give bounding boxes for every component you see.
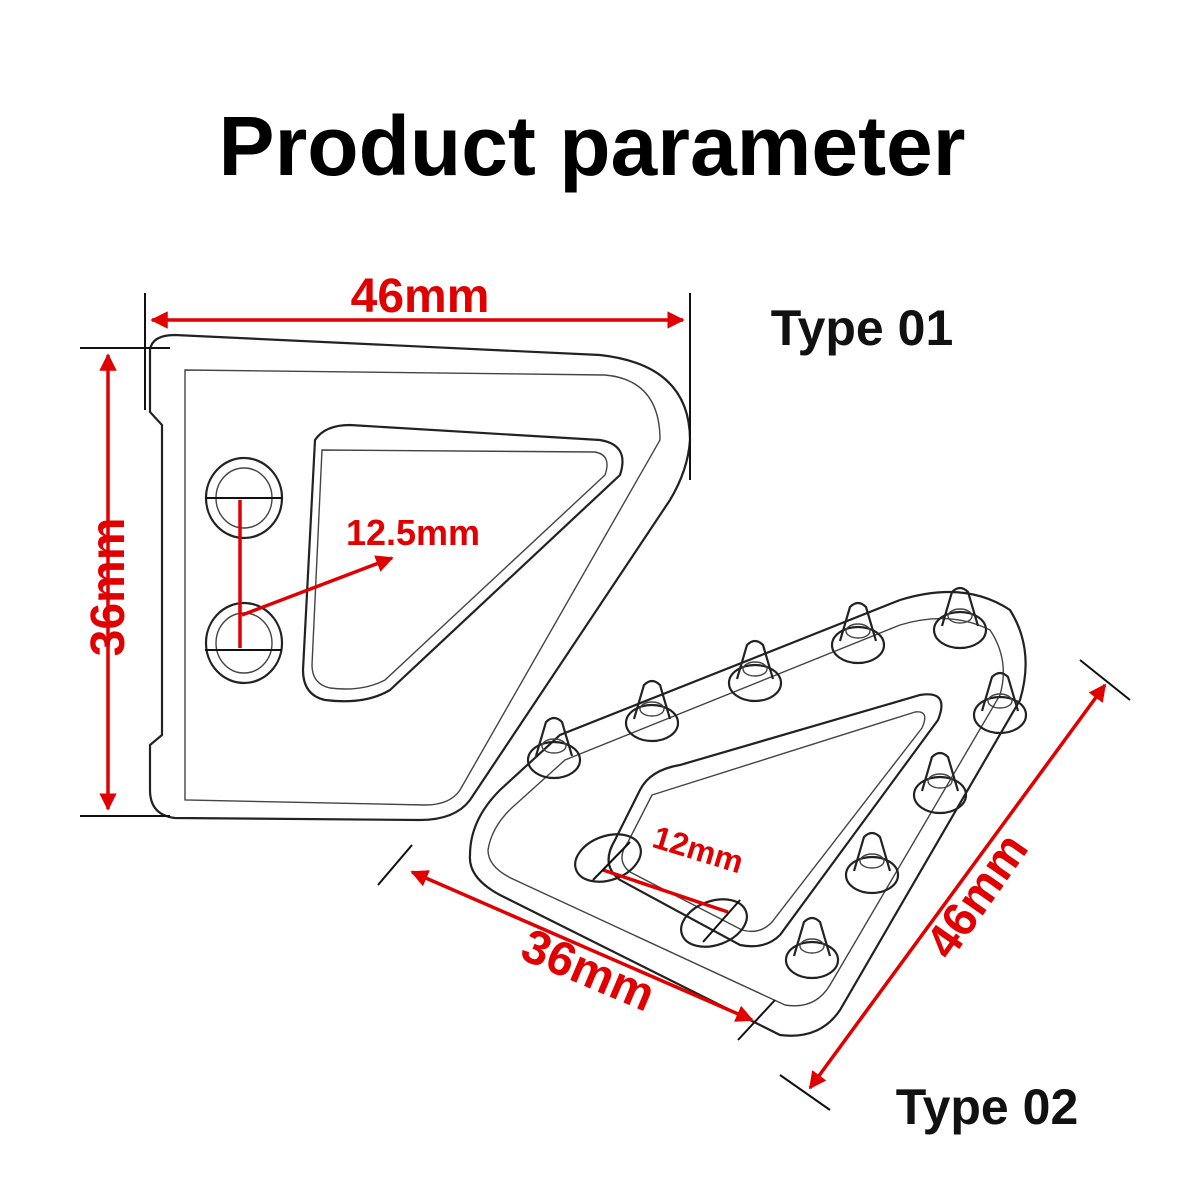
type01-extension-lines <box>80 293 691 817</box>
type01-hole-spacing-label: 12.5mm <box>346 512 480 553</box>
type02-height-dimension-line <box>410 870 754 1022</box>
grip-pin <box>912 751 968 815</box>
type01-part <box>148 333 692 822</box>
mounting-hole-bottom <box>204 601 284 685</box>
type01-label: Type 01 <box>771 300 954 356</box>
type02-hole-spacing-label: 12mm <box>649 819 748 880</box>
page-title: Product parameter <box>219 99 966 193</box>
grip-pin <box>727 639 783 703</box>
type02-label: Type 02 <box>896 1079 1079 1135</box>
type02-hole-spacing-line <box>602 868 729 914</box>
grip-pin <box>932 586 988 650</box>
grip-pin <box>784 916 840 980</box>
grip-pin <box>526 716 582 780</box>
type01-hole-spacing-arrow <box>241 555 394 617</box>
type02-width-dimension-line <box>808 683 1107 1090</box>
grip-pin <box>624 679 680 743</box>
type02-height-label: 36mm <box>514 919 662 1022</box>
type02-extension-lines <box>377 659 1131 1111</box>
type01-width-label: 46mm <box>351 270 490 323</box>
type01-height-label: 36mm <box>82 518 135 657</box>
grip-pin <box>972 671 1028 735</box>
grip-pin <box>844 831 900 895</box>
grip-pin <box>830 601 886 665</box>
